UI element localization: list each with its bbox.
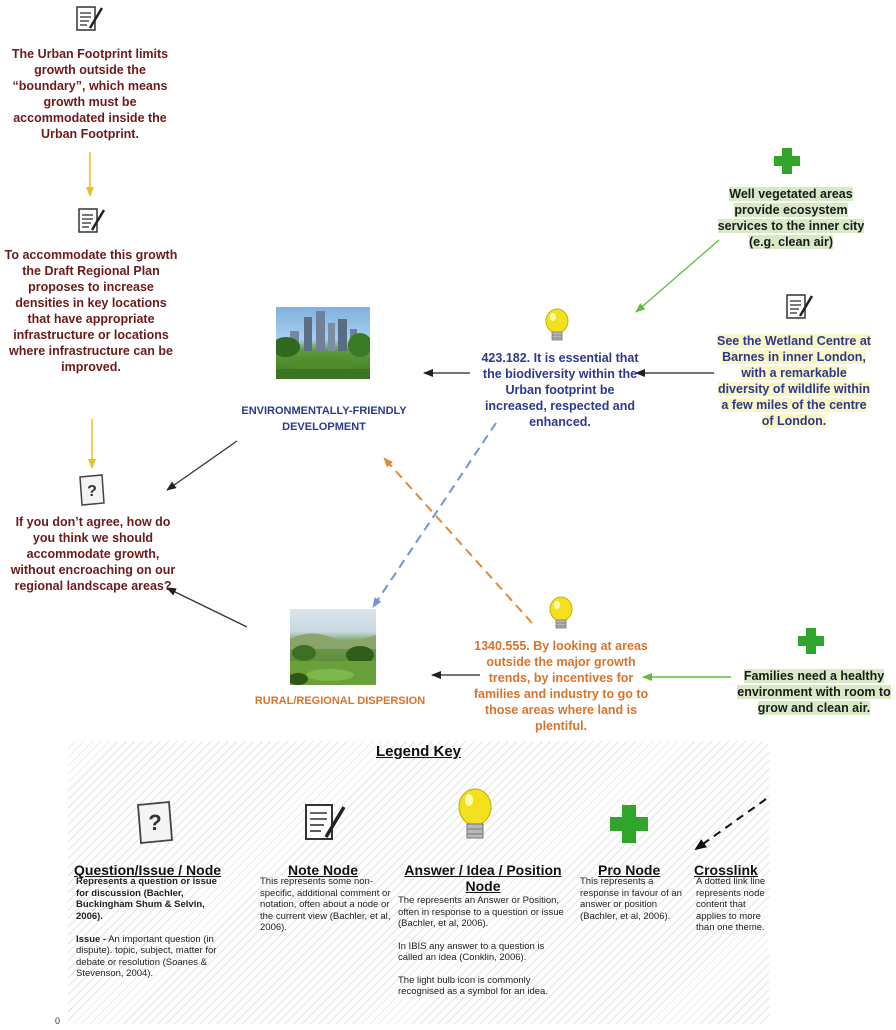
legend-pro-heading: Pro Node xyxy=(598,862,661,878)
note-icon xyxy=(78,208,106,233)
question-icon: ? xyxy=(79,474,105,506)
legend-answer-desc-1: The represents an Answer or Position, of… xyxy=(398,895,564,929)
lightbulb-icon xyxy=(458,788,492,839)
legend-panel: Legend Key ? Question/Issue / Node Repre… xyxy=(68,741,769,1024)
note-regional-plan[interactable]: To accommodate this growth the Draft Reg… xyxy=(4,248,178,374)
pro-vegetated-areas[interactable]: Well vegetated areas provide ecosystem s… xyxy=(717,186,865,250)
question-accommodate-growth[interactable]: If you don’t agree, how do you think we … xyxy=(10,515,176,593)
legend-issue-text: An important question (in dispute). topi… xyxy=(76,933,217,980)
crosslink-icon xyxy=(694,798,767,851)
pro-healthy-environment[interactable]: Families need a healthy environment with… xyxy=(733,668,895,716)
legend-question-body: Represents a question or issue for discu… xyxy=(76,876,226,980)
page-number: 0 xyxy=(55,1016,61,1026)
crosslink-idea2-to-env xyxy=(383,457,533,624)
note-wetland-centre[interactable]: See the Wetland Centre at Barnes in inne… xyxy=(715,333,873,429)
env-friendly-label[interactable]: ENVIRONMENTALLY-FRIENDLY DEVELOPMENT xyxy=(241,405,407,433)
pro-vegetated-areas-text: Well vegetated areas provide ecosystem s… xyxy=(717,187,865,249)
pro-healthy-environment-text: Families need a healthy environment with… xyxy=(737,669,891,715)
note-icon xyxy=(305,804,346,840)
legend-answer-heading: Answer / Idea / Position Node xyxy=(404,862,562,894)
legend-crosslink-heading: Crosslink xyxy=(694,862,758,878)
link-pro1-to-idea1 xyxy=(635,239,720,313)
lightbulb-icon xyxy=(549,596,573,629)
rural-photo xyxy=(290,609,376,685)
note-urban-footprint[interactable]: The Urban Footprint limits growth outsid… xyxy=(11,47,169,141)
legend-issue-label: Issue - xyxy=(76,933,107,945)
legend-title: Legend Key xyxy=(375,743,462,760)
legend-pro-body: This represents a response in favour of … xyxy=(580,876,682,922)
crosslink-idea1-to-rural xyxy=(372,422,497,608)
lightbulb-icon xyxy=(545,308,569,341)
legend-question-heading: Question/Issue / Node xyxy=(74,862,222,878)
note-wetland-centre-text: See the Wetland Centre at Barnes in inne… xyxy=(717,334,871,428)
city-photo xyxy=(276,307,370,379)
legend-crosslink-body: A dotted link line represents node conte… xyxy=(696,876,766,933)
legend-note-body: This represents some non-specific, addit… xyxy=(260,876,391,933)
idea-regional-incentives[interactable]: 1340.555. By looking at areas outside th… xyxy=(473,639,649,733)
legend-answer-body: The represents an Answer or Position, of… xyxy=(398,895,570,998)
note-icon xyxy=(76,6,104,31)
rural-dispersion-label[interactable]: RURAL/REGIONAL DISPERSION xyxy=(254,695,426,707)
svg-text:?: ? xyxy=(87,483,97,500)
legend-answer-desc-2: In IBIS any answer to a question is call… xyxy=(398,940,545,964)
legend-note-heading: Note Node xyxy=(288,862,358,878)
pro-plus-icon xyxy=(798,628,824,654)
link-rural-to-question xyxy=(166,587,248,628)
note-icon xyxy=(786,294,814,319)
legend-question-desc: Represents a question or issue for discu… xyxy=(76,876,217,922)
svg-text:?: ? xyxy=(148,810,161,835)
question-icon: ? xyxy=(137,801,173,844)
link-env-to-question xyxy=(166,440,238,491)
pro-plus-icon xyxy=(610,805,648,843)
legend-answer-desc-3: The light bulb icon is commonly recognis… xyxy=(398,974,548,998)
idea-biodiversity[interactable]: 423.182. It is essential that the biodiv… xyxy=(481,351,639,429)
pro-plus-icon xyxy=(774,148,800,174)
